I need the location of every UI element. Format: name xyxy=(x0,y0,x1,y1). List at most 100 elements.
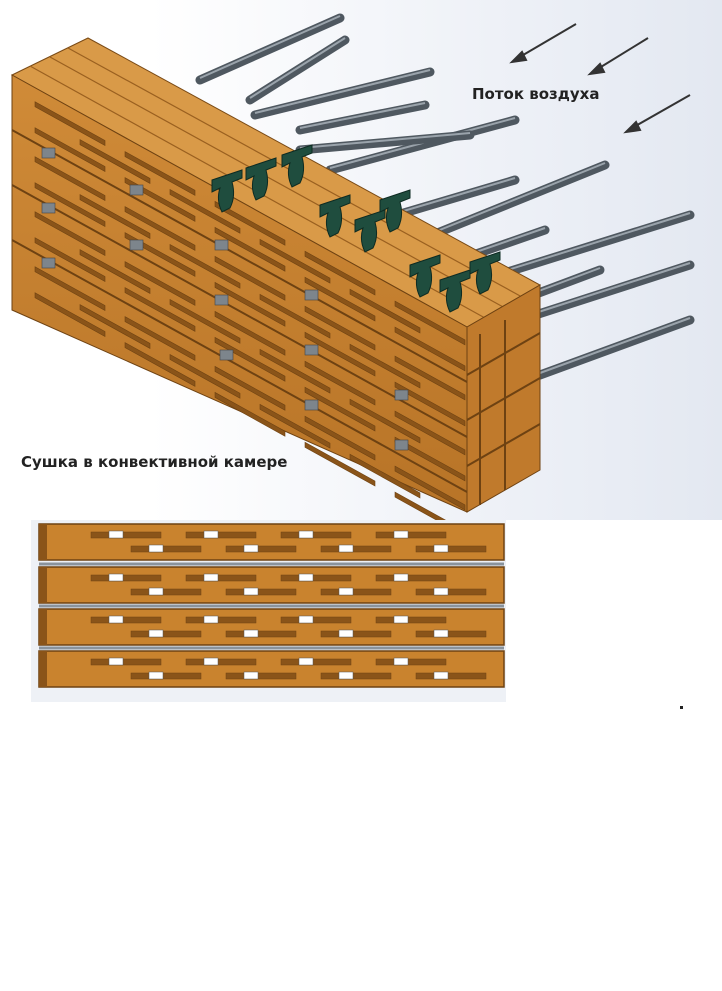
side-spacer xyxy=(393,573,409,582)
board-slot xyxy=(394,300,466,346)
green-clips xyxy=(211,144,501,313)
side-slot xyxy=(320,672,392,680)
board-slot xyxy=(304,250,376,296)
side-slot xyxy=(280,574,352,582)
board-slot xyxy=(34,237,106,283)
side-spacer xyxy=(298,530,314,539)
board-slot xyxy=(124,206,196,251)
side-slot xyxy=(375,658,447,666)
green-clip xyxy=(211,169,243,213)
side-spacer xyxy=(108,573,124,582)
green-clip xyxy=(354,209,386,253)
board-stack-side-view xyxy=(31,520,506,702)
side-slot xyxy=(415,630,487,638)
board-slot xyxy=(79,139,151,184)
board-slot xyxy=(259,348,331,394)
board-slot xyxy=(214,391,286,437)
board-slot xyxy=(304,305,376,351)
side-spacer xyxy=(108,530,124,539)
side-spacer xyxy=(433,544,449,553)
green-clip xyxy=(469,251,501,295)
side-board-end xyxy=(39,567,47,603)
dot-mark xyxy=(680,706,683,709)
drying-chamber-label: Сушка в конвективной камере xyxy=(21,453,288,471)
side-slot xyxy=(375,531,447,539)
metal-rod xyxy=(245,35,350,105)
side-slot xyxy=(130,588,202,596)
side-board-end xyxy=(39,609,47,645)
spacer-block xyxy=(129,184,144,196)
side-view-layers xyxy=(38,523,505,688)
spacer-block xyxy=(219,349,234,361)
board-slot xyxy=(169,353,241,399)
board-slot xyxy=(34,182,106,228)
board-slot xyxy=(259,238,331,284)
board-slot xyxy=(214,281,286,327)
board-slot xyxy=(34,127,106,173)
board-slot xyxy=(169,188,241,234)
side-slot xyxy=(320,588,392,596)
spacer-block xyxy=(304,399,319,411)
side-spacer xyxy=(433,587,449,596)
side-spacer xyxy=(243,544,259,553)
side-spacer xyxy=(338,671,354,680)
spacer-block xyxy=(41,257,56,269)
side-slot xyxy=(415,672,487,680)
side-slot xyxy=(280,531,352,539)
rod-highlight xyxy=(249,37,346,99)
side-spacer xyxy=(108,615,124,624)
board-slot xyxy=(394,491,446,520)
board-slot xyxy=(34,211,106,257)
side-slot xyxy=(130,545,202,553)
side-board-end xyxy=(39,651,47,687)
side-slot xyxy=(185,616,257,624)
side-spacer xyxy=(148,544,164,553)
stack-front-detail xyxy=(11,101,468,520)
board-slot xyxy=(79,304,151,349)
board-slot xyxy=(349,343,421,389)
airflow-arrow xyxy=(595,37,649,71)
green-clip xyxy=(281,144,313,188)
board-slot xyxy=(394,355,466,401)
board-slot xyxy=(79,194,151,239)
board-slot xyxy=(124,261,196,306)
spacer-block xyxy=(41,202,56,214)
metal-rod xyxy=(515,260,695,325)
metal-rod xyxy=(535,315,695,380)
rod-highlight xyxy=(199,15,341,79)
board-slot xyxy=(214,255,286,301)
side-board-row xyxy=(38,566,505,604)
side-spacer xyxy=(148,629,164,638)
board-slot xyxy=(214,226,286,272)
side-slot xyxy=(375,574,447,582)
side-slot xyxy=(225,630,297,638)
board-slot xyxy=(304,360,376,406)
board-slot xyxy=(349,453,421,499)
board-end-grid xyxy=(466,320,541,505)
side-slot xyxy=(320,630,392,638)
board-slot xyxy=(124,342,196,387)
side-spacer xyxy=(203,615,219,624)
board-slot xyxy=(349,398,421,444)
side-slot xyxy=(280,616,352,624)
board-slot xyxy=(394,465,466,511)
side-spacer xyxy=(108,657,124,666)
side-slot xyxy=(375,616,447,624)
side-slot xyxy=(185,658,257,666)
board-slot xyxy=(259,403,331,449)
metal-rod xyxy=(195,13,345,85)
side-spacer xyxy=(433,629,449,638)
side-slot xyxy=(225,672,297,680)
layer-divider xyxy=(11,129,468,383)
side-spacer xyxy=(433,671,449,680)
side-spacer xyxy=(203,573,219,582)
board-slot xyxy=(34,266,106,312)
board-slot xyxy=(124,287,196,332)
board-slot xyxy=(124,316,196,361)
side-spacer xyxy=(203,530,219,539)
board-slot xyxy=(394,410,466,456)
side-slot xyxy=(225,588,297,596)
board-slot xyxy=(34,292,106,338)
board-slot xyxy=(34,101,106,147)
layer-divider xyxy=(11,184,468,438)
